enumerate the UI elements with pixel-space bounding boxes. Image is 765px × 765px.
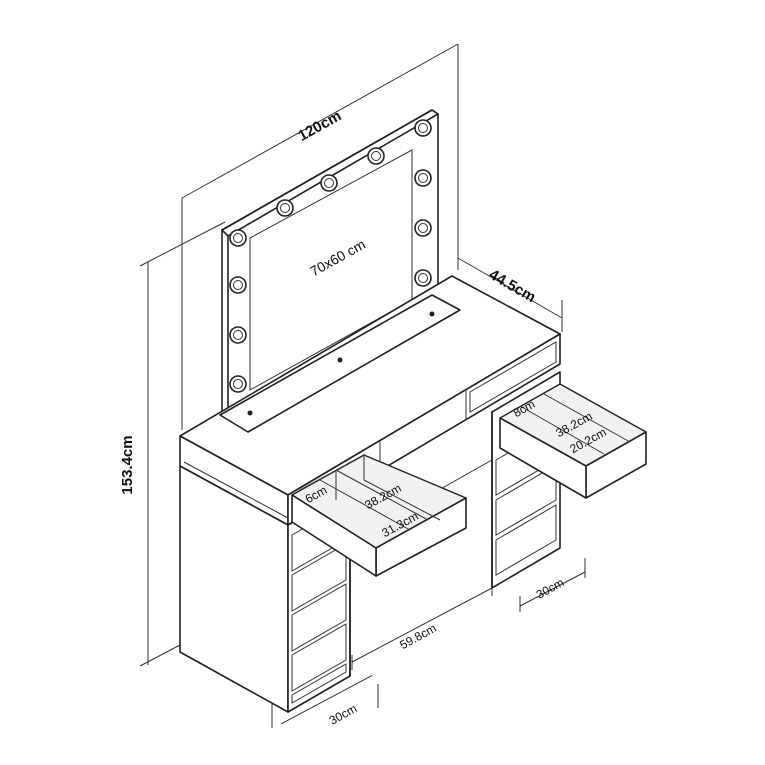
left-cabinet-width-label: 30cm	[327, 701, 359, 727]
right-cabinet-width-label: 30cm	[534, 575, 566, 601]
mirror-bulbs	[229, 119, 432, 393]
dimension-lines	[139, 43, 586, 728]
mirror	[221, 109, 439, 431]
right-open-drawer	[499, 383, 647, 499]
middle-open-drawer	[291, 454, 467, 577]
total-height-label: 153.4cm	[119, 435, 136, 494]
total-width-label: 120cm	[295, 107, 344, 145]
vanity-table	[179, 275, 561, 713]
knee-space-label: 59.8cm	[397, 621, 438, 652]
